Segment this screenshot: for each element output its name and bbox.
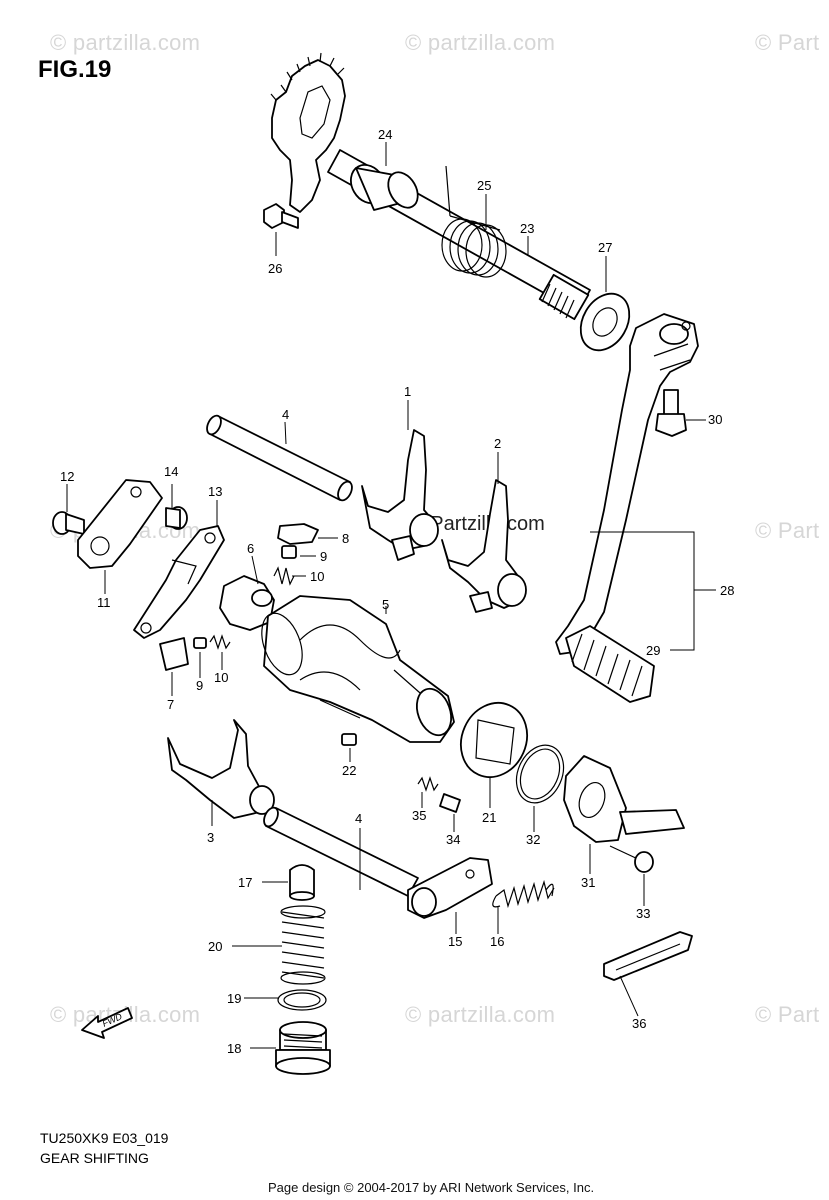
callout-20[interactable]: 20 — [208, 939, 222, 954]
callout-28[interactable]: 28 — [720, 583, 734, 598]
callout-18[interactable]: 18 — [227, 1041, 241, 1056]
callout-35[interactable]: 35 — [412, 808, 426, 823]
watermark: © partzilla.com — [405, 30, 556, 55]
part-6-cam-stopper[interactable] — [219, 575, 275, 631]
callout-32[interactable]: 32 — [526, 832, 540, 847]
part-33-screw[interactable] — [609, 845, 654, 873]
part-25-return-spring[interactable] — [441, 165, 507, 278]
callout-36[interactable]: 36 — [632, 1016, 646, 1031]
part-35-spring[interactable] — [417, 776, 439, 792]
part-8-stopper[interactable] — [277, 523, 319, 545]
callout-8[interactable]: 8 — [342, 531, 349, 546]
part-10-spring-lower[interactable] — [209, 634, 231, 650]
watermark: © partzilla.com — [50, 30, 201, 55]
callout-1[interactable]: 1 — [404, 384, 411, 399]
callout-numbers: 1 2 3 4 4 5 6 7 8 9 9 10 10 11 12 13 14 … — [60, 127, 734, 1056]
part-30-bolt[interactable] — [655, 389, 687, 437]
watermark: © Part — [755, 30, 820, 55]
callout-21[interactable]: 21 — [482, 810, 496, 825]
part-10-spring-upper[interactable] — [273, 566, 295, 586]
part-9-pin-lower[interactable] — [193, 637, 207, 649]
part-14-screw[interactable] — [165, 506, 188, 530]
part-28-gear-shift-lever[interactable] — [555, 313, 699, 655]
figure-title: FIG.19 — [38, 56, 112, 83]
part-21-cam-plate[interactable] — [449, 692, 538, 787]
part-22-pin[interactable] — [341, 733, 357, 746]
footer-copyright: Page design © 2004-2017 by ARI Network S… — [268, 1180, 595, 1195]
callout-7[interactable]: 7 — [167, 697, 174, 712]
part-29-footrest-rubber[interactable] — [565, 625, 655, 703]
part-19-gasket[interactable] — [277, 989, 327, 1011]
callout-14[interactable]: 14 — [164, 464, 178, 479]
callout-24[interactable]: 24 — [378, 127, 392, 142]
part-1-shift-fork[interactable] — [361, 429, 439, 561]
callout-6[interactable]: 6 — [247, 541, 254, 556]
part-5-gear-shift-cam[interactable] — [254, 595, 457, 743]
section-name: GEAR SHIFTING — [40, 1150, 149, 1166]
callout-4-upper[interactable]: 4 — [282, 407, 289, 422]
part-17-neutral-pin[interactable] — [289, 864, 315, 901]
callout-13[interactable]: 13 — [208, 484, 222, 499]
part-34-pin[interactable] — [439, 793, 461, 813]
part-7-stopper[interactable] — [159, 637, 189, 671]
model-code: TU250XK9 E03_019 — [40, 1130, 169, 1146]
part-16-spring[interactable] — [492, 879, 555, 909]
part-32-o-ring[interactable] — [508, 738, 573, 811]
part-31-position-switch[interactable] — [563, 755, 685, 843]
callout-25[interactable]: 25 — [477, 178, 491, 193]
callout-22[interactable]: 22 — [342, 763, 356, 778]
callout-11[interactable]: 11 — [97, 595, 111, 610]
part-3-shift-fork[interactable] — [167, 719, 275, 819]
part-2-shift-fork[interactable] — [441, 479, 527, 613]
callout-26[interactable]: 26 — [268, 261, 282, 276]
part-20-spring[interactable] — [280, 905, 326, 985]
callout-31[interactable]: 31 — [581, 875, 595, 890]
callout-9-lower[interactable]: 9 — [196, 678, 203, 693]
part-18-plug[interactable] — [275, 1021, 331, 1075]
part-12-screw[interactable] — [52, 511, 85, 535]
callout-29[interactable]: 29 — [646, 643, 660, 658]
callout-10-upper[interactable]: 10 — [310, 569, 324, 584]
leader-lines — [66, 142, 716, 1049]
callout-12[interactable]: 12 — [60, 469, 74, 484]
callout-33[interactable]: 33 — [636, 906, 650, 921]
part-9-pin-upper[interactable] — [281, 545, 297, 559]
callout-5[interactable]: 5 — [382, 597, 389, 612]
part-27-oil-seal[interactable] — [571, 285, 639, 359]
part-23-shift-shaft[interactable] — [327, 149, 591, 321]
watermark: © Part — [755, 518, 820, 543]
watermark: © partzilla.com — [405, 1002, 556, 1027]
callout-17[interactable]: 17 — [238, 875, 252, 890]
part-11-plate[interactable] — [77, 479, 163, 569]
part-4-fork-shaft-upper[interactable] — [204, 413, 355, 502]
callout-2[interactable]: 2 — [494, 436, 501, 451]
callout-4-lower[interactable]: 4 — [355, 811, 362, 826]
fwd-arrow-icon: FWD — [81, 1007, 133, 1039]
callout-15[interactable]: 15 — [448, 934, 462, 949]
part-15-drive-arm[interactable] — [407, 857, 493, 919]
callout-34[interactable]: 34 — [446, 832, 460, 847]
part-36-link[interactable] — [603, 931, 693, 981]
callout-19[interactable]: 19 — [227, 991, 241, 1006]
watermark-center: © Partzilla.com — [410, 513, 545, 535]
callout-23[interactable]: 23 — [520, 221, 534, 236]
part-26-bolt[interactable] — [263, 203, 299, 229]
callout-16[interactable]: 16 — [490, 934, 504, 949]
callout-3[interactable]: 3 — [207, 830, 214, 845]
callout-30[interactable]: 30 — [708, 412, 722, 427]
callout-27[interactable]: 27 — [598, 240, 612, 255]
callout-10-lower[interactable]: 10 — [214, 670, 228, 685]
part-13-plate[interactable] — [133, 525, 225, 639]
watermark: © Part — [755, 1002, 820, 1027]
callout-9-upper[interactable]: 9 — [320, 549, 327, 564]
part-24-shift-shaft-sector[interactable] — [270, 52, 346, 213]
